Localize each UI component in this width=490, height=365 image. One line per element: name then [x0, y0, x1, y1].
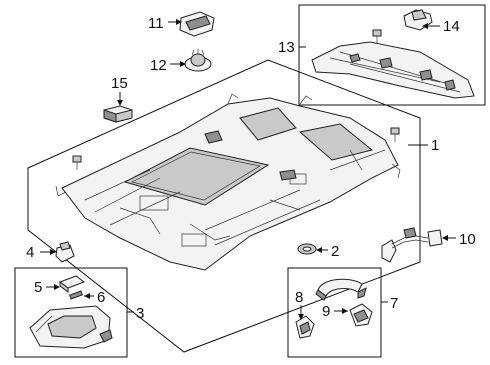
- callout-10: 10: [459, 231, 476, 248]
- callout-3: 3: [136, 305, 144, 322]
- part-3-sunvisor: [29, 305, 113, 349]
- callout-11: 11: [148, 15, 164, 32]
- part-7-grab-handle: [315, 278, 367, 301]
- part-10-harness: [381, 227, 443, 263]
- callout-13: 13: [278, 39, 295, 56]
- rear-trim-clip: [372, 29, 382, 44]
- callout-15: 15: [111, 75, 128, 92]
- callout-7: 7: [390, 295, 398, 312]
- callout-1: 1: [431, 137, 439, 154]
- part-11-bracket: [179, 11, 215, 37]
- part-8-cap: [295, 315, 315, 339]
- rear-trim-group-box: [298, 4, 486, 106]
- grab-handle-group-box: [287, 267, 382, 358]
- part-4-clip: [55, 241, 75, 263]
- callout-14: 14: [443, 18, 460, 35]
- part-15-clip: [103, 105, 133, 123]
- part-12-clip: [184, 49, 212, 72]
- headliner-panel: [55, 93, 401, 271]
- part-6-cap: [69, 290, 83, 300]
- part-9-cap: [349, 303, 373, 327]
- leader-arrowheads: [50, 19, 448, 320]
- headliner-frame: [27, 59, 421, 353]
- callout-2: 2: [331, 243, 339, 260]
- headliner-clip: [72, 127, 400, 170]
- part-5-holder: [58, 275, 86, 293]
- callout-8: 8: [295, 289, 303, 306]
- part-13-rear-trim: [311, 41, 475, 99]
- callout-4: 4: [26, 244, 34, 261]
- callout-12: 12: [150, 57, 167, 74]
- callout-5: 5: [34, 279, 42, 296]
- part-2-grommet: [297, 243, 317, 255]
- callout-9: 9: [322, 303, 330, 320]
- callout-6: 6: [97, 289, 105, 306]
